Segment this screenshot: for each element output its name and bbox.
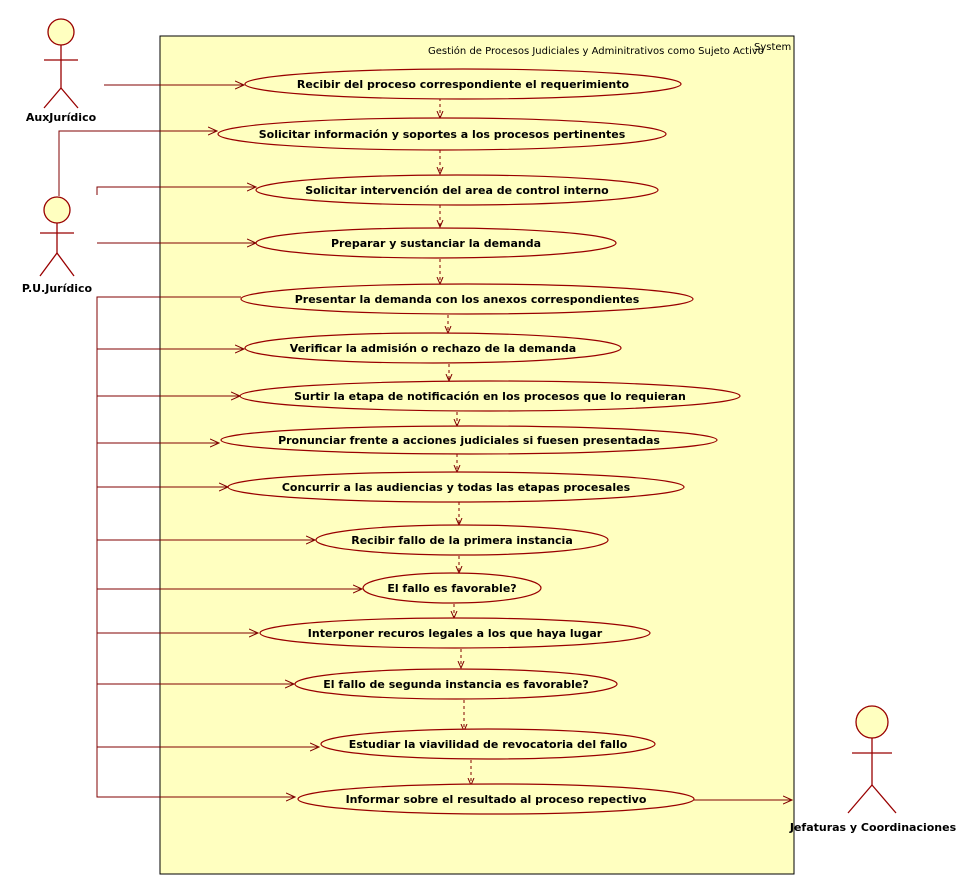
use-case-label: El fallo es favorable?: [387, 582, 516, 595]
actor-leg-right: [56, 252, 75, 277]
use-case[interactable]: Presentar la demanda con los anexos corr…: [240, 283, 694, 315]
system-stereotype: System: [754, 42, 791, 53]
system-title: Gestión de Procesos Judiciales y Adminit…: [428, 45, 764, 57]
use-case[interactable]: El fallo es favorable?: [362, 572, 542, 604]
use-case-shape: [239, 380, 741, 412]
use-case-shape: [227, 471, 685, 503]
associations: [58, 85, 792, 800]
use-case[interactable]: El fallo de segunda instancia es favorab…: [294, 668, 618, 700]
use-case-label: Pronunciar frente a acciones judiciales …: [278, 434, 660, 447]
use-case-label: Presentar la demanda con los anexos corr…: [295, 293, 640, 306]
actor-pu-juridico[interactable]: P.U.Jurídico: [22, 196, 93, 295]
use-case-label: Surtir la etapa de notificación en los p…: [294, 390, 686, 403]
assoc-trunk: [96, 296, 295, 797]
use-case-shape: [217, 117, 667, 151]
use-case-label: Verificar la admisión o rechazo de la de…: [290, 342, 576, 355]
use-case[interactable]: Verificar la admisión o rechazo de la de…: [244, 332, 622, 364]
use-case-shape: [294, 668, 618, 700]
use-case[interactable]: Preparar y sustanciar la demanda: [255, 227, 617, 259]
use-case-shape: [320, 728, 656, 760]
use-case-shape: [362, 572, 542, 604]
actor-leg-left: [847, 784, 873, 814]
actor-leg-left: [39, 252, 58, 277]
use-case[interactable]: Surtir la etapa de notificación en los p…: [239, 380, 741, 412]
actor-head: [47, 18, 75, 46]
use-case-label: Estudiar la viavilidad de revocatoria de…: [349, 738, 628, 751]
use-case[interactable]: Recibir del proceso correspondiente el r…: [244, 68, 682, 100]
use-case[interactable]: Interponer recuros legales a los que hay…: [259, 617, 651, 649]
use-case[interactable]: Solicitar información y soportes a los p…: [217, 117, 667, 151]
flow-arrows: [440, 98, 471, 785]
actor-jef-label: Jefaturas y Coordinaciones: [789, 821, 957, 834]
use-case-label: Recibir del proceso correspondiente el r…: [297, 78, 630, 91]
use-case-shape: [315, 524, 609, 556]
use-case-shape: [244, 332, 622, 364]
use-case-shape: [244, 68, 682, 100]
actor-jefaturas[interactable]: Jefaturas y Coordinaciones: [789, 705, 957, 834]
actor-aux-juridico[interactable]: AuxJurídico: [26, 18, 97, 124]
use-cases: Recibir del proceso correspondiente el r…: [217, 68, 741, 815]
assoc-pu-uc3: [96, 187, 256, 195]
actor-leg-right: [871, 784, 897, 814]
use-case[interactable]: Concurrir a las audiencias y todas las e…: [227, 471, 685, 503]
use-case-label: Interponer recuros legales a los que hay…: [308, 627, 603, 640]
use-case-label: Informar sobre el resultado al proceso r…: [346, 793, 647, 806]
use-case-shape: [297, 783, 695, 815]
actor-head: [43, 196, 71, 224]
use-case[interactable]: Estudiar la viavilidad de revocatoria de…: [320, 728, 656, 760]
use-case[interactable]: Pronunciar frente a acciones judiciales …: [220, 425, 718, 455]
actor-leg-right: [60, 87, 79, 109]
assoc-pu-uc2: [58, 131, 217, 196]
use-case-shape: [255, 227, 617, 259]
use-case-shape: [220, 425, 718, 455]
use-case-label: El fallo de segunda instancia es favorab…: [323, 678, 588, 691]
actor-aux-label: AuxJurídico: [26, 111, 97, 124]
use-case-label: Solicitar información y soportes a los p…: [259, 128, 626, 141]
use-case[interactable]: Informar sobre el resultado al proceso r…: [297, 783, 695, 815]
use-case-label: Recibir fallo de la primera instancia: [351, 534, 573, 547]
use-case[interactable]: Solicitar intervención del area de contr…: [255, 174, 659, 206]
use-case-label: Solicitar intervención del area de contr…: [305, 184, 609, 197]
use-case-shape: [240, 283, 694, 315]
use-case[interactable]: Recibir fallo de la primera instancia: [315, 524, 609, 556]
actor-leg-left: [43, 87, 62, 109]
actor-head: [855, 705, 889, 739]
use-case-label: Preparar y sustanciar la demanda: [331, 237, 541, 250]
use-case-label: Concurrir a las audiencias y todas las e…: [282, 481, 631, 494]
use-case-shape: [259, 617, 651, 649]
actor-pu-label: P.U.Jurídico: [22, 282, 93, 295]
use-case-shape: [255, 174, 659, 206]
